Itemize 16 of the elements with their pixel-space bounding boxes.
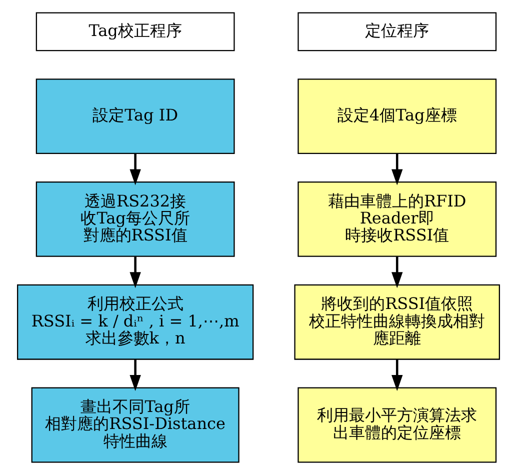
- node-box: 利用最小平方演算法求出車體的定位座標: [298, 387, 497, 463]
- node-box: 透過RS232接收Tag每公尺所對應的RSSI值: [36, 181, 235, 257]
- arrow: [392, 256, 403, 288]
- node-box: 利用校正公式 RSSIᵢ = k / dᵢⁿ , i = 1,⋯,m 求出參數k，n: [17, 284, 254, 360]
- node-box: Tag校正程序: [36, 12, 235, 52]
- arrow: [130, 256, 141, 288]
- node-box: 畫出不同Tag所相對應的RSSI-Distance特性曲線: [31, 387, 240, 463]
- node-box: 定位程序: [298, 12, 497, 52]
- arrow: [130, 360, 141, 392]
- node-box: 設定Tag ID: [36, 78, 235, 154]
- node-box: 藉由車體上的RFID Reader即時接收RSSI值: [298, 181, 497, 257]
- node-box: 設定4個Tag座標: [298, 78, 497, 154]
- arrow: [392, 154, 403, 186]
- node-box: 將收到的RSSI值依照校正特性曲線轉換成相對應距離: [294, 284, 500, 360]
- arrow: [130, 154, 141, 186]
- arrow: [392, 360, 403, 392]
